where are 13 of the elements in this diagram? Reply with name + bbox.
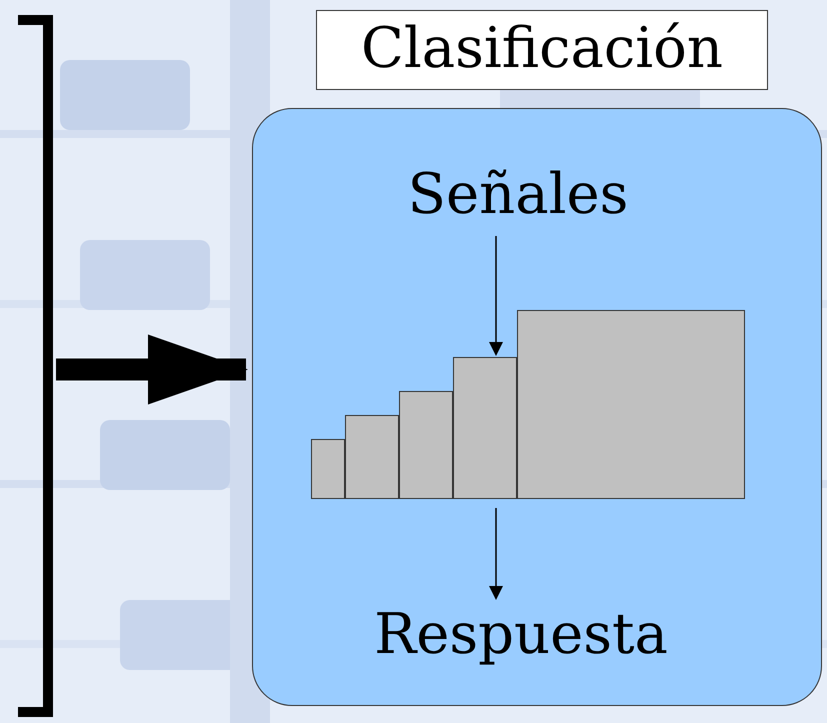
arrow — [489, 508, 503, 600]
title-text: Clasificación — [361, 21, 723, 77]
step-bar — [453, 357, 517, 499]
step-bar — [517, 310, 745, 499]
title-box — [316, 10, 768, 90]
arrow — [56, 334, 248, 405]
step-bar — [345, 415, 399, 499]
arrow — [489, 236, 503, 356]
node-label: Respuesta — [374, 607, 668, 663]
node-label: Señales — [408, 167, 628, 223]
rounded-panel — [252, 108, 822, 706]
step-bar — [399, 391, 453, 499]
step-bar — [311, 439, 345, 499]
